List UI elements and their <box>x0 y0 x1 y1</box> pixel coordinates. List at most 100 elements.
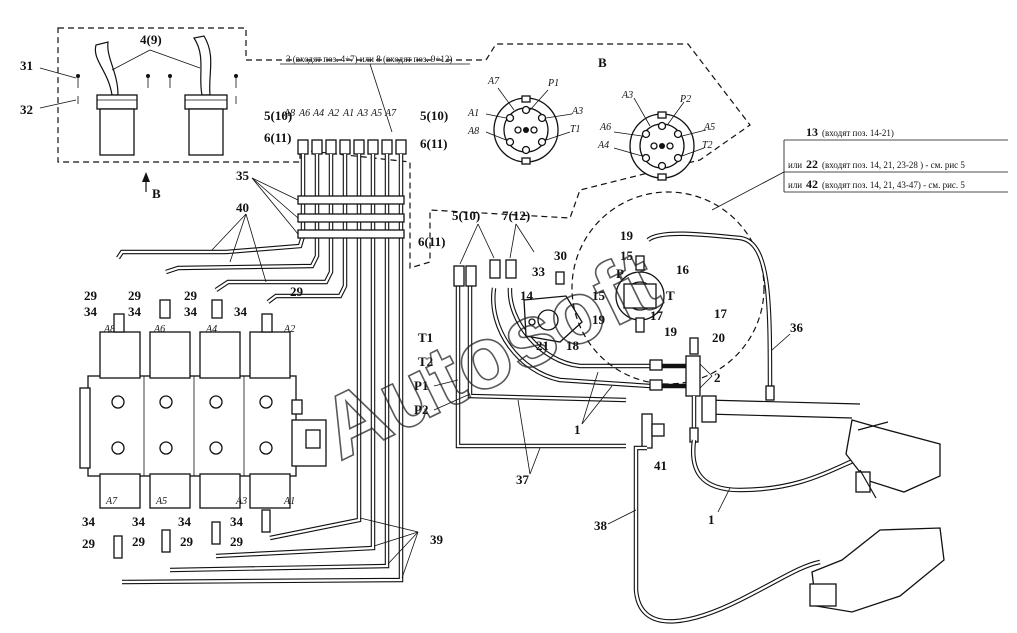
valve-a-port-2: A1 <box>467 108 479 119</box>
valve-b-port-2: A6 <box>599 122 611 133</box>
pos-36: 36 <box>790 320 804 335</box>
pos-19-top: 19 <box>620 228 634 243</box>
legend-line1-num: 13 <box>806 125 818 139</box>
pos-19-mid: 19 <box>592 312 606 327</box>
pos-34-u1: 34 <box>84 304 98 319</box>
pos-29-u2: 29 <box>128 288 142 303</box>
legend-line1-text: (входят поз. 14-21) <box>822 128 894 138</box>
top-port-2: A4 <box>312 108 324 119</box>
valve-a-port-4: A8 <box>467 126 479 137</box>
joystick-box-outline <box>57 27 751 269</box>
pos-21: 21 <box>536 338 549 353</box>
upper-section-2: A4 <box>205 324 217 335</box>
pos-T: T <box>666 288 675 303</box>
valve-a-port-1: P1 <box>547 78 559 89</box>
pos-34-l1: 34 <box>82 514 96 529</box>
pos-1-bottom: 1 <box>708 512 715 527</box>
pos-34-l4: 34 <box>230 514 244 529</box>
pos-37: 37 <box>516 472 530 487</box>
pos-41: 41 <box>654 458 667 473</box>
legend-line3-num: 42 <box>806 177 818 191</box>
pos-30: 30 <box>554 248 567 263</box>
legend-line3-text: (входят поз. 14, 21, 43-47) - см. рис. 5 <box>822 180 965 190</box>
valve-a-port-5: T1 <box>570 124 581 135</box>
pos-5-left: 5(10) <box>264 108 292 123</box>
pos-17-mid: 17 <box>650 308 664 323</box>
pos-4: 4(9) <box>140 32 162 47</box>
pos-34-u3: 34 <box>184 304 198 319</box>
valve-a-port-0: A7 <box>487 76 500 87</box>
legend-line2-text: (входят поз. 14, 21, 23-28 ) - см. рис 5 <box>822 160 965 170</box>
hose-1-loop <box>690 439 861 493</box>
distributor-valve-b <box>613 97 707 181</box>
top-port-1: A6 <box>298 108 310 119</box>
view-arrow-label: В <box>152 186 161 201</box>
solenoid-assembly <box>523 271 583 343</box>
pos-29-l2: 29 <box>132 534 146 549</box>
upper-section-0: A8 <box>103 324 115 335</box>
lower-section-2: A3 <box>235 496 247 507</box>
pos-17-right: 17 <box>714 306 728 321</box>
pos-32: 32 <box>20 102 33 117</box>
pos-35: 35 <box>236 168 250 183</box>
upper-section-1: A6 <box>153 324 165 335</box>
pos-29-u1: 29 <box>84 288 98 303</box>
legend-line2-or: или <box>788 160 802 170</box>
side-label-P1: P1 <box>414 378 428 393</box>
mid-fittings <box>453 259 517 287</box>
pos-29-l3: 29 <box>180 534 194 549</box>
hose-bundle-vertical <box>116 154 404 585</box>
pos-39: 39 <box>430 532 444 547</box>
top-port-4: A1 <box>342 108 354 119</box>
pos-33: 33 <box>532 264 546 279</box>
legend-block: 13 (входят поз. 14-21) или 22 (входят по… <box>711 125 1008 211</box>
cylinder-lower <box>809 527 945 613</box>
pos-P: P <box>616 266 624 281</box>
pos-1-mid: 1 <box>574 422 581 437</box>
distributor-valve-a <box>485 87 573 165</box>
pos-14: 14 <box>520 288 534 303</box>
top-connector-row <box>297 139 407 155</box>
upper-fittings <box>113 299 273 333</box>
pos-34-l2: 34 <box>132 514 146 529</box>
pos-34-u4: 34 <box>234 304 248 319</box>
detail-valve <box>615 231 775 401</box>
pos-38: 38 <box>594 518 608 533</box>
upper-section-3: A2 <box>283 324 295 335</box>
pos-6-mid: 6(11) <box>418 234 445 249</box>
valve-b-port-0: A3 <box>621 90 633 101</box>
pos-15-top: 15 <box>620 248 634 263</box>
distributor-block <box>79 331 327 509</box>
side-label-T1: T1 <box>418 330 433 345</box>
pos-2: 2 <box>714 370 721 385</box>
valve-b-port-4: A4 <box>597 140 609 151</box>
pos-15-mid: 15 <box>592 288 606 303</box>
valve-41 <box>633 413 821 624</box>
pos-16: 16 <box>676 262 690 277</box>
pos-31: 31 <box>20 58 33 73</box>
view-arrow: В <box>142 172 161 201</box>
section-label: В <box>598 55 607 70</box>
top-port-3: A2 <box>327 108 339 119</box>
pos-5-right: 5(10) <box>420 108 448 123</box>
pilot-lines <box>455 286 651 449</box>
pos-19-bot: 19 <box>664 324 678 339</box>
pos-7: 7(12) <box>502 208 530 223</box>
top-port-6: A5 <box>370 108 382 119</box>
pos-29-u3: 29 <box>184 288 198 303</box>
pos-18: 18 <box>566 338 580 353</box>
cylinder-upper <box>701 395 941 499</box>
pos-29-l4: 29 <box>230 534 244 549</box>
valve-b-port-1: P2 <box>679 94 691 105</box>
pos-34-l3: 34 <box>178 514 192 529</box>
legend-line2-num: 22 <box>806 157 818 171</box>
lower-section-0: A7 <box>105 496 118 507</box>
clamps-35 <box>297 195 405 239</box>
pos-6-left: 6(11) <box>264 130 291 145</box>
tee-block <box>649 337 701 443</box>
top-port-5: A3 <box>356 108 368 119</box>
joystick-right <box>184 35 228 156</box>
pos-20: 20 <box>712 330 725 345</box>
